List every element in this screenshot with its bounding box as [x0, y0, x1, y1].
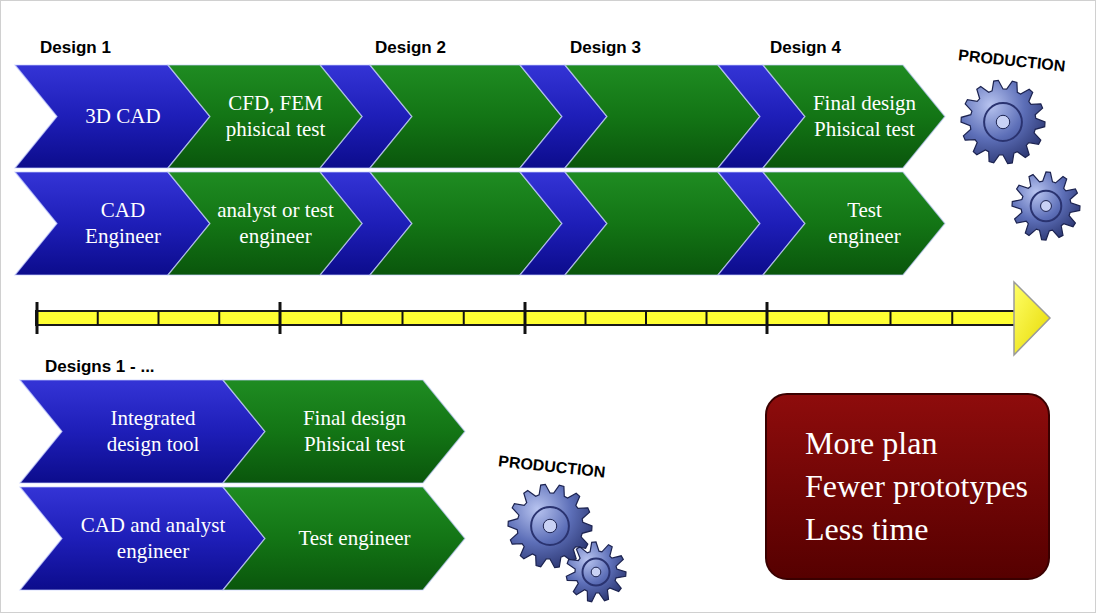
gear-rim [531, 507, 569, 545]
summary-box: More planFewer prototypesLess time [765, 393, 1050, 580]
minor-tick [645, 311, 647, 325]
process-chevron: Final design Phisical test [223, 380, 465, 483]
chevron-text: CAD and analyst engineer [68, 513, 238, 563]
chevron-text: CFD, FEM phisical test [216, 91, 335, 141]
major-tick [524, 302, 527, 334]
production-label: PRODUCTION [498, 452, 607, 481]
process-chevron: Integrated design tool [20, 380, 265, 483]
gear-hub [543, 519, 556, 532]
blue-chevron [20, 487, 265, 590]
chevron-text: Integrated design tool [88, 406, 218, 456]
green-chevron [168, 65, 362, 168]
gear-body [1012, 172, 1080, 240]
chevron-text: Final design Phisical test [285, 406, 425, 456]
gear-hub [591, 567, 601, 577]
step-text: analyst or test engineer [216, 198, 335, 248]
minor-tick [402, 311, 404, 325]
timeline-arrowhead [1014, 282, 1050, 355]
major-tick [36, 302, 39, 334]
design-label: Designs 1 - ... [45, 357, 155, 377]
minor-tick [951, 311, 953, 325]
step-text: Test engineer [811, 198, 918, 248]
green-chevron [223, 380, 465, 483]
minor-tick [890, 311, 892, 325]
chevron-text: CAD Engineer [73, 198, 173, 248]
blue-chevron [20, 380, 265, 483]
gear-body [961, 80, 1045, 163]
gear-hub [1041, 201, 1052, 212]
green-chevron [763, 65, 945, 168]
minor-tick [706, 311, 708, 325]
major-tick [766, 302, 769, 334]
chevron-text: Test engineer [811, 198, 918, 248]
production-label: PRODUCTION [958, 46, 1067, 75]
process-chevron: CFD, FEM phisical test [168, 65, 362, 168]
chevron-text: Test engineer [285, 526, 425, 551]
step-text: Final design Phisical test [285, 406, 425, 456]
green-chevron [168, 172, 362, 275]
design-label: Design 4 [770, 38, 841, 58]
process-chevron: Test engineer [223, 487, 465, 590]
design-label: Design 1 [40, 38, 111, 58]
gear-hub [996, 115, 1009, 128]
minor-tick [97, 311, 99, 325]
green-chevron [223, 487, 465, 590]
minor-tick [585, 311, 587, 325]
minor-tick [218, 311, 220, 325]
empty-chevrons [320, 65, 805, 275]
major-tick [279, 302, 282, 334]
step-text: CAD Engineer [73, 198, 173, 248]
summary-line: More plan [805, 422, 1048, 465]
step-text: Integrated design tool [88, 406, 218, 456]
gear-rim [583, 559, 610, 586]
gear [961, 80, 1045, 163]
step-text: 3D CAD [85, 104, 160, 129]
process-chevron: Final design Phisical test [763, 65, 945, 168]
process-chevron: CAD and analyst engineer [20, 487, 265, 590]
green-chevron [763, 172, 945, 275]
timeline-bar [36, 311, 1018, 325]
process-chevron: analyst or test engineer [168, 172, 362, 275]
gear [566, 542, 626, 602]
design-label: Design 2 [375, 38, 446, 58]
timeline [36, 282, 1050, 355]
summary-line: Fewer prototypes [805, 465, 1048, 508]
step-text: CFD, FEM phisical test [216, 91, 335, 141]
minor-tick [828, 311, 830, 325]
process-chevron: Test engineer [763, 172, 945, 275]
chevron-text: 3D CAD [63, 104, 183, 129]
design-label: Design 3 [570, 38, 641, 58]
step-text: CAD and analyst engineer [68, 513, 238, 563]
summary-line: Less time [805, 508, 1048, 551]
step-text: Test engineer [298, 526, 410, 551]
gear-rim [1031, 191, 1062, 222]
minor-tick [340, 311, 342, 325]
gear-body [566, 542, 626, 602]
minor-tick [463, 311, 465, 325]
gear [1012, 172, 1080, 240]
minor-tick [158, 311, 160, 325]
gear-rim [984, 103, 1022, 141]
step-text: Final design Phisical test [811, 91, 918, 141]
chevron-text: analyst or test engineer [216, 198, 335, 248]
chevron-text: Final design Phisical test [811, 91, 918, 141]
